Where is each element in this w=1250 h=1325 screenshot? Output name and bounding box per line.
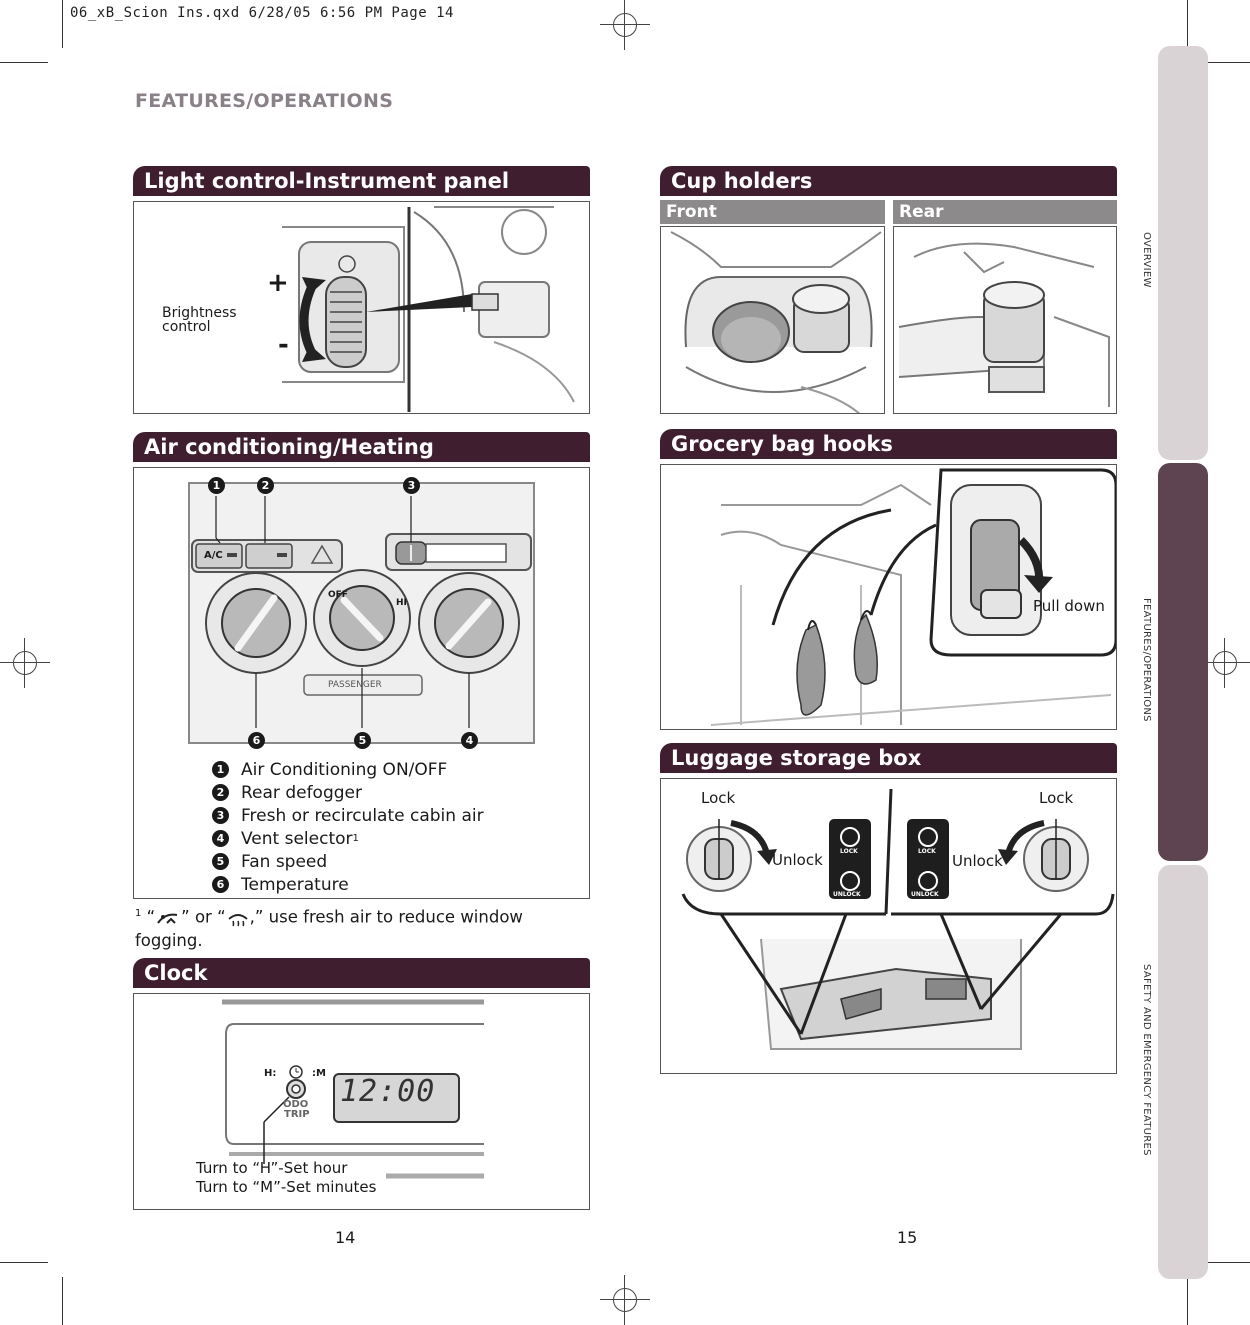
page-number-left: 14: [335, 1228, 356, 1247]
grocery-hooks-drawing: [710, 468, 1116, 726]
lock-label-left: Lock: [701, 789, 736, 807]
crop-mark: [1202, 62, 1250, 63]
clock-display: 12:00: [340, 1074, 436, 1109]
page-number-right: 15: [897, 1228, 918, 1247]
air-conditioning-illustration: A/C OFF HI PASSENGER 1 2 3 6 5 4: [133, 467, 590, 899]
registration-mark-top: [600, 0, 650, 50]
trip-label: TRIP: [284, 1109, 310, 1120]
callout-4: 4: [461, 732, 478, 749]
minute-marker-label: :M: [312, 1068, 326, 1079]
cup-holder-rear-subheader: Rear: [893, 200, 1117, 224]
tab-features-operations[interactable]: [1158, 463, 1208, 861]
odo-label: ODO: [283, 1099, 309, 1110]
crop-mark: [1202, 1262, 1250, 1263]
callout-5: 5: [354, 732, 371, 749]
callout-1: 1: [208, 477, 225, 494]
crop-mark: [1187, 0, 1188, 48]
dashboard-dimmer-drawing: [282, 206, 575, 412]
passenger-label: PASSENGER: [328, 680, 382, 690]
tab-label-overview: OVERVIEW: [1141, 232, 1152, 288]
fan-hi-label: HI: [396, 598, 407, 608]
unlock-label-right: Unlock: [952, 852, 1003, 870]
plus-symbol: +: [267, 268, 289, 298]
brightness-label-line1: Brightness: [162, 305, 237, 321]
rear-cup-holder-illustration: [893, 226, 1117, 414]
fan-off-label: OFF: [328, 590, 348, 600]
section-header-light-control: Light control-Instrument panel: [133, 166, 590, 196]
rear-cup-holder-drawing: [898, 242, 1110, 407]
crop-mark: [1187, 1277, 1188, 1325]
section-header-luggage-storage: Luggage storage box: [660, 743, 1117, 773]
lock-badge-left: LOCK: [840, 848, 858, 855]
registration-mark-right: [1200, 638, 1250, 688]
hour-marker-label: H:: [264, 1068, 277, 1079]
clock-instruction-minutes: Turn to “M”-Set minutes: [196, 1178, 377, 1196]
unlock-badge-right: UNLOCK: [911, 891, 939, 898]
front-cup-holder-illustration: [660, 226, 885, 414]
ac-button-label: A/C: [204, 550, 223, 561]
section-header-clock: Clock: [133, 958, 590, 988]
cup-holder-front-subheader: Front: [660, 200, 885, 224]
climate-control-drawing: [188, 482, 535, 744]
grocery-hooks-illustration: Pull down: [660, 464, 1117, 730]
light-control-illustration: + - Brightness control: [133, 201, 590, 414]
section-header-air-conditioning: Air conditioning/Heating: [133, 432, 590, 462]
page-title: FEATURES/OPERATIONS: [135, 90, 394, 112]
floor-windshield-icon: [155, 910, 181, 926]
file-slug: 06_xB_Scion Ins.qxd 6/28/05 6:56 PM Page…: [70, 5, 454, 21]
section-header-cup-holders: Cup holders: [660, 166, 1117, 196]
crop-mark: [0, 62, 48, 63]
registration-mark-bottom: [600, 1275, 650, 1325]
callout-3: 3: [403, 477, 420, 494]
callout-2: 2: [257, 477, 274, 494]
unlock-badge-left: UNLOCK: [833, 891, 861, 898]
tab-label-features: FEATURES/OPERATIONS: [1141, 598, 1152, 722]
crop-mark: [62, 1277, 63, 1325]
luggage-storage-illustration: Lock Lock Unlock Unlock LOCK UNLOCK LOCK…: [660, 778, 1117, 1074]
front-cup-holder-drawing: [670, 231, 882, 413]
tab-label-safety: SAFETY AND EMERGENCY FEATURES: [1141, 964, 1152, 1156]
crop-mark: [62, 0, 63, 48]
section-header-grocery-bag-hooks: Grocery bag hooks: [660, 429, 1117, 459]
minus-symbol: -: [278, 330, 289, 360]
clock-drawing: [222, 999, 484, 1179]
unlock-label-left: Unlock: [772, 851, 823, 869]
callout-6: 6: [248, 732, 265, 749]
lock-badge-right: LOCK: [918, 848, 936, 855]
lock-label-right: Lock: [1039, 789, 1074, 807]
ac-footnote: 1 “” or “,” use fresh air to reduce wind…: [135, 907, 523, 950]
tab-overview[interactable]: [1158, 46, 1208, 460]
clock-instruction-hour: Turn to “H”-Set hour: [196, 1159, 348, 1177]
luggage-box-drawing: [681, 788, 1115, 1050]
tab-safety-emergency[interactable]: [1158, 865, 1208, 1279]
defrost-icon: [226, 910, 250, 927]
pull-down-label: Pull down: [1033, 597, 1105, 615]
registration-mark-left: [0, 638, 50, 688]
clock-illustration: 12:00 H: :M ODO TRIP Turn to “H”-Set hou…: [133, 993, 590, 1210]
brightness-label-line2: control: [162, 319, 211, 335]
crop-mark: [0, 1262, 48, 1263]
